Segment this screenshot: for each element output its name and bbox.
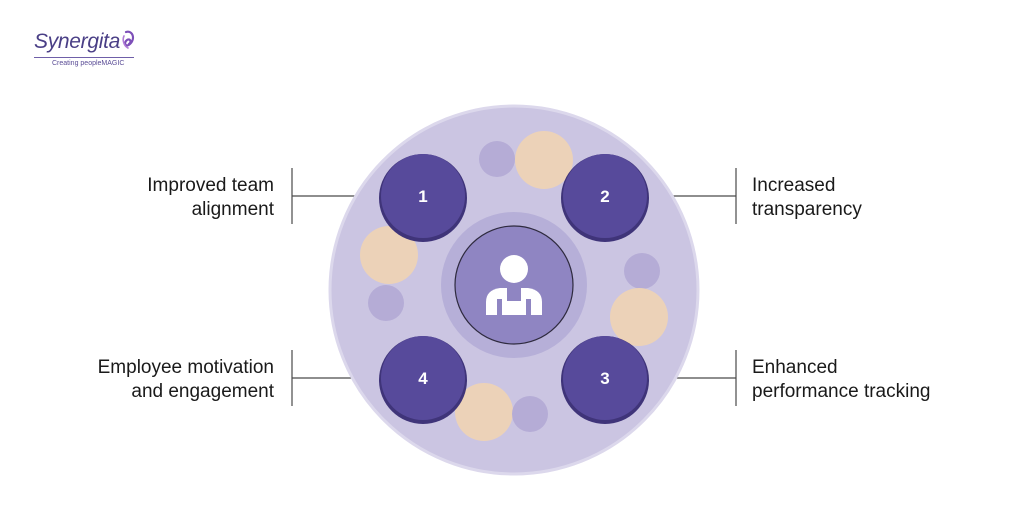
decor-dot-peach [360,226,418,284]
decor-dot-lilac [368,285,404,321]
logo-underline [34,57,134,58]
synergita-logo: Synergita Creating peopleMAGIC [34,28,144,72]
label-enhanced-performance-tracking: Enhanced performance tracking [752,357,931,402]
label-improved-team-alignment: Improved team alignment [147,175,274,220]
person-icon [486,255,542,315]
logo-tagline: Creating peopleMAGIC [52,60,125,67]
label-increased-transparency: Increased transparency [752,175,862,220]
step-3: 3 [561,336,649,424]
step-4: 4 [379,336,467,424]
decor-dot-peach [515,131,573,189]
decor-dot-peach [610,288,668,346]
step-2-number: 2 [600,187,609,206]
decor-dot-lilac [479,141,515,177]
step-3-number: 3 [600,369,609,388]
logo-brand-text: Synergita [34,30,121,53]
step-1: 1 [379,154,467,242]
step-1-number: 1 [418,187,427,206]
decor-dot-peach [455,383,513,441]
decor-dot-lilac [624,253,660,289]
step-2: 2 [561,154,649,242]
logo-swirl-icon [122,30,135,49]
decor-dot-lilac [512,396,548,432]
step-4-number: 4 [418,369,428,388]
label-employee-motivation: Employee motivation and engagement [97,357,274,402]
center-circle [454,225,574,345]
